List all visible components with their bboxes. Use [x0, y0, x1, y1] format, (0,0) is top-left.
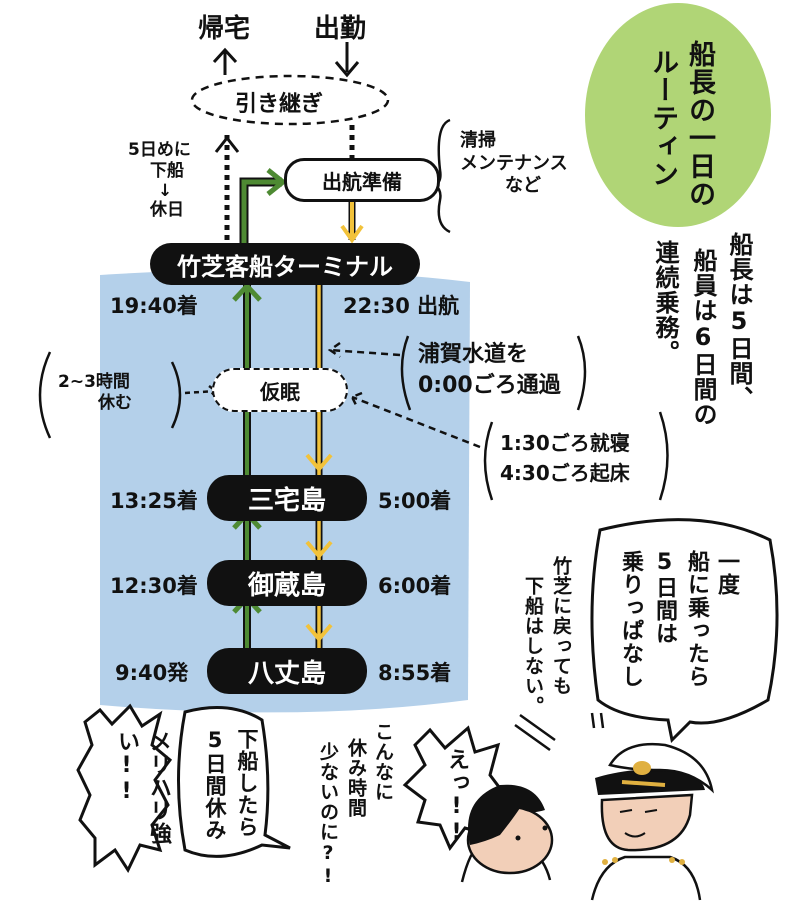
takeshiba-note-col1: 竹芝に戻っても	[550, 556, 572, 696]
left-burst	[76, 703, 173, 874]
off-speech-bubble	[177, 706, 291, 858]
sleep-paren-right	[658, 411, 669, 501]
captain-bubble-col2: 船に乗ったら	[684, 550, 709, 688]
stop-hachijojima: 八丈島	[207, 648, 367, 694]
title-bubble	[585, 3, 771, 227]
sleep-paren-left	[483, 421, 494, 501]
captain-speech-bubble	[590, 518, 779, 744]
captain-bubble-col4: 乗りっぱなし	[618, 550, 643, 688]
burst-left-text: メリハリ強い!!	[114, 730, 171, 845]
mikurajima-return-time: 12:30着	[110, 574, 198, 598]
motion-lines-right	[590, 712, 605, 729]
takeshiba-note-col2: 下船はしない。	[522, 576, 544, 716]
work-label: 出勤	[314, 14, 367, 44]
stop-takeshiba-terminal: 竹芝客船ターミナル	[150, 243, 420, 285]
uraga-channel-note: 浦賀水道を 0:00ごろ通過	[418, 340, 561, 402]
captain-bubble-col3: 5日間は	[652, 550, 677, 645]
rest-note-paren-right	[170, 361, 182, 429]
departure-prep-box: 出航準備	[284, 158, 440, 202]
sleep-note-line1: 1:30ごろ就寝	[500, 431, 630, 455]
motion-lines-left	[514, 713, 556, 752]
prep-note-line3: など	[505, 175, 541, 196]
captain-bubble-col1: 一度	[714, 550, 739, 596]
uraga-note-line2: 0:00ごろ通過	[418, 372, 561, 398]
rest-note-line2: 休む	[98, 393, 132, 414]
rest-note-paren-left	[38, 351, 52, 439]
miyakejima-outbound-time: 5:00着	[378, 489, 452, 513]
mikurajima-outbound-time: 6:00着	[378, 574, 452, 598]
disembark-note-line1: 5日めに	[128, 140, 191, 160]
disembark-note-line3: 休日	[150, 199, 184, 220]
title-line1: 船長の一日の	[684, 40, 715, 208]
sleep-schedule-note: 1:30ごろ就寝 4:30ごろ起床	[500, 428, 630, 488]
burst-right-text: えっ!!	[444, 748, 469, 846]
handover-ellipse	[190, 74, 390, 126]
up-to-handover-arrow	[214, 135, 240, 153]
rest-note: 2~3時間 休む	[58, 372, 132, 415]
hachijojima-arrival-time: 8:55着	[378, 661, 452, 685]
surprise-note-col2: 休み時間	[345, 738, 367, 818]
reporter-character	[460, 784, 554, 883]
nap-box: 仮眠	[212, 368, 348, 412]
prep-note: 清掃 メンテナンス など	[460, 130, 568, 198]
prep-note-line2: メンテナンス	[460, 152, 568, 174]
rest-note-line1: 2~3時間	[58, 372, 130, 392]
off-bubble-col1: 下船したら	[235, 728, 259, 838]
uraga-note-line1: 浦賀水道を	[418, 342, 529, 367]
disembark-day-note: 5日めに 下船 ↓ 休日	[128, 140, 191, 221]
crew-note-col3: 連続乗務。	[651, 240, 679, 365]
surprise-note-col3: 少ないのに?!	[317, 742, 339, 888]
terminal-to-prep-arrow	[239, 177, 282, 245]
captain-character	[590, 743, 714, 901]
miyakejima-return-time: 13:25着	[110, 489, 198, 513]
work-arrow	[334, 42, 360, 78]
title-line2: ルーティン	[647, 48, 678, 188]
crew-note-col1: 船長は5日間、	[725, 232, 753, 411]
hachijojima-departure-time: 9:40発	[115, 661, 189, 685]
down-arrow-icon: ↓	[158, 180, 173, 201]
uraga-paren-right	[576, 335, 587, 411]
crew-note-col2: 船員は6日間の	[689, 248, 717, 427]
stop-miyakejima: 三宅島	[207, 475, 367, 521]
surprise-note-col1: こんなに	[372, 722, 394, 802]
uraga-paren-left	[400, 335, 412, 411]
sleep-pointer	[350, 391, 481, 449]
uraga-pointer	[327, 341, 401, 359]
handover-label: 引き継ぎ	[235, 92, 324, 117]
sleep-note-line2: 4:30ごろ起床	[500, 461, 630, 485]
prep-note-line1: 清掃	[460, 130, 496, 151]
home-arrow	[212, 47, 238, 75]
disembark-note-line2: 下船	[150, 161, 184, 182]
takeshiba-arrival-time: 19:40着	[110, 294, 198, 318]
stop-mikurajima: 御蔵島	[207, 560, 367, 606]
off-bubble-col2: 5日間休み	[203, 728, 227, 841]
takeshiba-departure-time: 22:30 出航	[343, 294, 460, 318]
home-label: 帰宅	[198, 14, 251, 44]
